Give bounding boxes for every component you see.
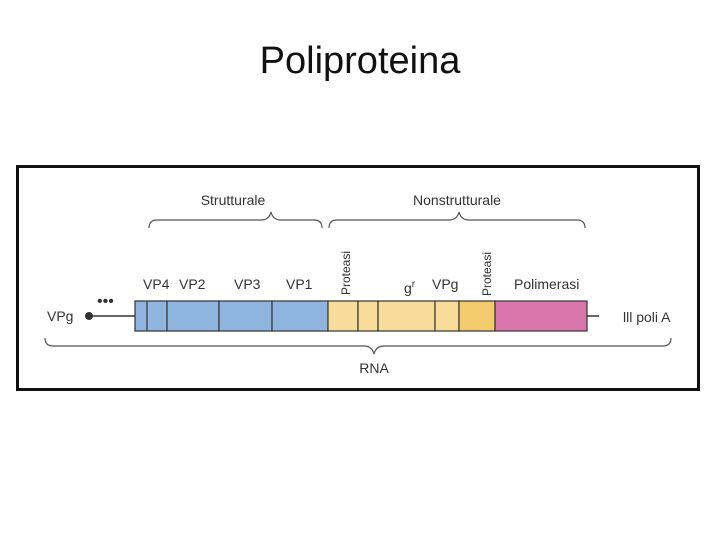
structural-label: Strutturale (201, 192, 266, 208)
segment-vp3 (218, 300, 273, 332)
segment-ns-2 (357, 300, 379, 332)
poly-a-label: lll poli A (623, 309, 671, 325)
nonstructural-brace (328, 211, 586, 229)
segment-vp4 (134, 300, 168, 332)
segment-protease-2 (458, 300, 496, 332)
label-vpg: VPg (432, 276, 458, 292)
figure-frame: Strutturale Nonstrutturale VPg ••• lll p… (16, 165, 700, 391)
label-vp2: VP2 (179, 276, 206, 292)
label-protease-1: Proteasi (339, 251, 353, 295)
segment-vpg (434, 300, 460, 332)
rna-label: RNA (359, 360, 389, 376)
label-protease-2: Proteasi (480, 252, 494, 296)
segment-polymerase (494, 300, 588, 332)
nonstructural-label: Nonstrutturale (413, 192, 501, 208)
segment-gr (377, 300, 436, 332)
segment-vp1 (271, 300, 329, 332)
label-vp4: VP4 (143, 276, 170, 292)
structural-brace (148, 211, 323, 229)
slide-title: Poliproteina (259, 40, 461, 82)
label-gr: gr (404, 279, 416, 296)
segment-vp2 (166, 300, 220, 332)
polyprotein-diagram: Strutturale Nonstrutturale VPg ••• lll p… (44, 192, 672, 376)
ellipsis-dots: ••• (97, 293, 114, 310)
label-polymerase: Polimerasi (514, 276, 579, 292)
vpg-left-label: VPg (47, 308, 73, 324)
label-vp3: VP3 (234, 276, 261, 292)
rna-brace (44, 337, 672, 355)
segment-protease-1 (327, 300, 359, 332)
label-vp1: VP1 (286, 276, 313, 292)
